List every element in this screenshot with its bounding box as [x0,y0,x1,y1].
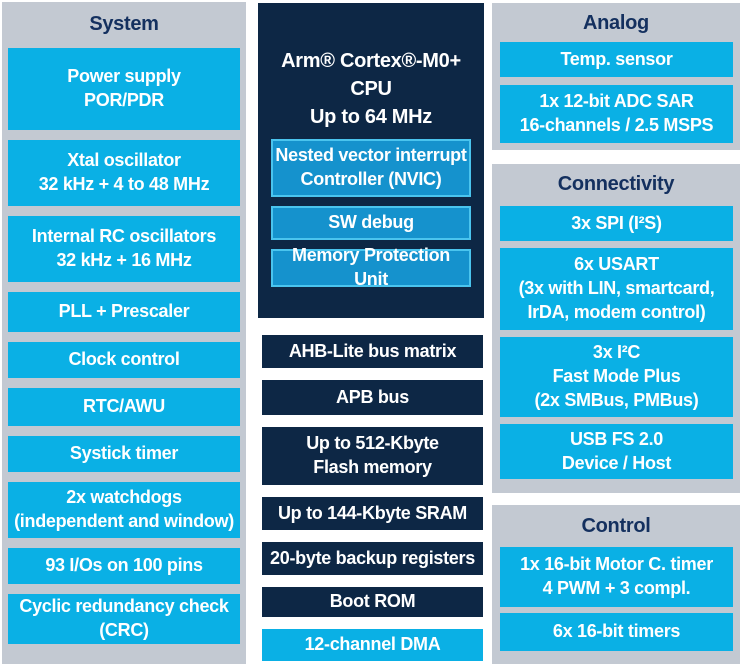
block-dma: 12-channel DMA [262,629,483,661]
control-block-16bit-timers: 6x 16-bit timers [500,613,733,651]
block-backup-registers: 20-byte backup registers [262,542,483,575]
connectivity-panel: Connectivity 3x SPI (I²S) 6x USART (3x w… [492,164,740,493]
system-block-systick-timer: Systick timer [8,436,240,472]
system-block-watchdogs: 2x watchdogs (independent and window) [8,482,240,538]
analog-block-stack: Temp. sensor 1x 12-bit ADC SAR 16-channe… [500,42,733,143]
analog-block-temp-sensor: Temp. sensor [500,42,733,77]
control-block-stack: 1x 16-bit Motor C. timer 4 PWM + 3 compl… [500,547,733,651]
cpu-block-nvic: Nested vector interrupt Controller (NVIC… [271,139,471,197]
analog-panel-title: Analog [583,12,649,34]
connectivity-block-spi: 3x SPI (I²S) [500,206,733,241]
analog-panel: Analog Temp. sensor 1x 12-bit ADC SAR 16… [492,3,740,150]
cpu-inner-stack: Nested vector interrupt Controller (NVIC… [271,139,471,289]
connectivity-block-stack: 3x SPI (I²S) 6x USART (3x with LIN, smar… [500,206,733,479]
connectivity-panel-title: Connectivity [557,173,675,195]
block-boot-rom: Boot ROM [262,587,483,617]
analog-block-adc: 1x 12-bit ADC SAR 16-channels / 2.5 MSPS [500,85,733,143]
system-block-clock-control: Clock control [8,342,240,378]
system-panel-title: System [89,13,159,35]
cpu-block-sw-debug: SW debug [271,206,471,240]
connectivity-block-usart: 6x USART (3x with LIN, smartcard, IrDA, … [500,248,733,330]
bus-memory-stack: AHB-Lite bus matrix APB bus Up to 512-Kb… [262,335,483,661]
system-block-ios: 93 I/Os on 100 pins [8,548,240,584]
block-flash-memory: Up to 512-Kbyte Flash memory [262,427,483,485]
block-ahb-bus-matrix: AHB-Lite bus matrix [262,335,483,368]
block-sram: Up to 144-Kbyte SRAM [262,497,483,530]
connectivity-block-i2c: 3x I²C Fast Mode Plus (2x SMBus, PMBus) [500,337,733,417]
control-panel: Control 1x 16-bit Motor C. timer 4 PWM +… [492,505,740,664]
block-apb-bus: APB bus [262,380,483,415]
system-block-pll-prescaler: PLL + Prescaler [8,292,240,332]
system-panel: System Power supply POR/PDR Xtal oscilla… [2,2,246,664]
control-block-motor-timer: 1x 16-bit Motor C. timer 4 PWM + 3 compl… [500,547,733,607]
system-block-xtal-oscillator: Xtal oscillator 32 kHz + 4 to 48 MHz [8,140,240,206]
system-block-power-supply: Power supply POR/PDR [8,48,240,130]
cpu-title: Arm® Cortex®-M0+ CPU Up to 64 MHz [281,50,461,128]
control-panel-title: Control [581,515,651,537]
connectivity-block-usb: USB FS 2.0 Device / Host [500,424,733,479]
system-block-crc: Cyclic redundancy check (CRC) [8,594,240,644]
system-block-rtc-awu: RTC/AWU [8,388,240,426]
system-block-stack: Power supply POR/PDR Xtal oscillator 32 … [8,48,240,644]
cpu-box: Arm® Cortex®-M0+ CPU Up to 64 MHz Nested… [258,3,484,318]
system-block-internal-rc: Internal RC oscillators 32 kHz + 16 MHz [8,216,240,282]
cpu-block-mpu: Memory Protection Unit [271,245,471,289]
